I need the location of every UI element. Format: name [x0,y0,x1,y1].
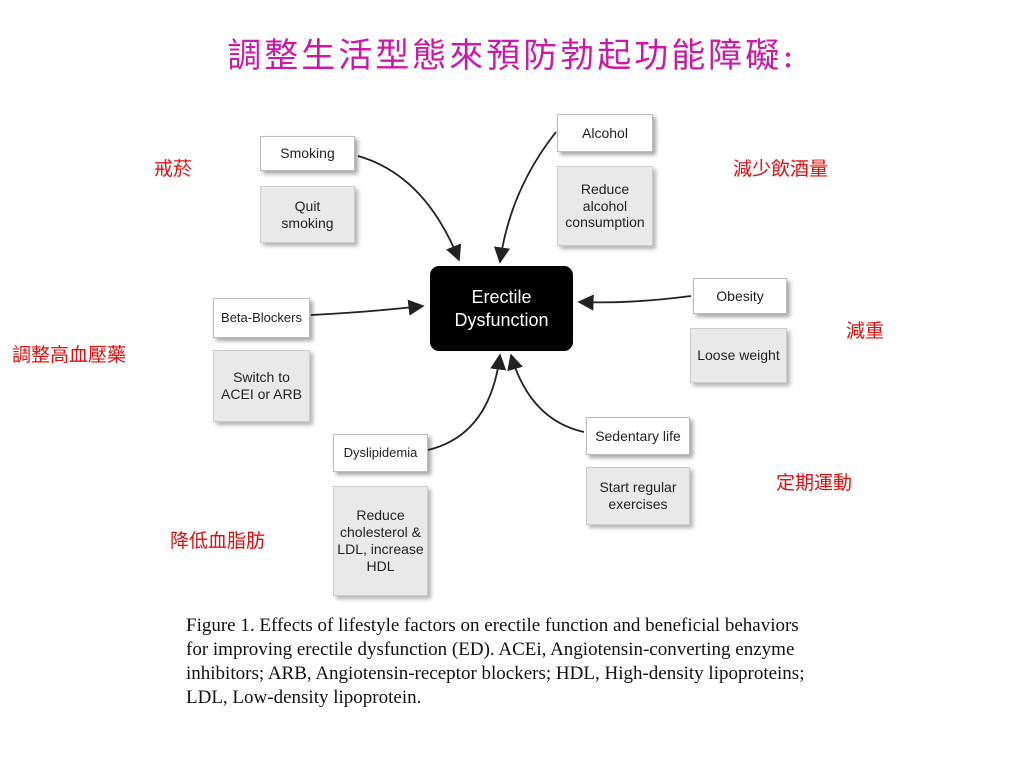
action-dyslipidemia: Reduce cholesterol & LDL, increase HDL [333,486,428,596]
factor-dyslipidemia: Dyslipidemia [333,434,428,472]
arrow-dyslipidemia [427,353,507,451]
factor-label: Alcohol [582,124,628,141]
center-label: Erectile Dysfunction [454,287,549,330]
slide-title: 調整生活型態來預防勃起功能障礙: [227,36,797,76]
action-obesity: Loose weight [690,328,787,383]
action-label: Loose weight [697,347,780,364]
arrow-obesity [577,294,692,311]
action-label: Quit smoking [281,197,334,231]
factor-smoking: Smoking [260,136,355,171]
arrow-alcohol [493,131,557,264]
action-sedentary-life: Start regular exercises [586,467,690,525]
arrow-betablockers [310,299,425,316]
annotation-sedentary-life: 定期運動 [776,472,853,494]
annotation-alcohol: 減少飲酒量 [733,158,829,180]
factor-alcohol: Alcohol [557,114,653,152]
factor-label: Beta-Blockers [221,310,302,326]
annotation-beta-blockers: 調整高血壓藥 [12,344,127,366]
factor-label: Dyslipidemia [343,445,418,461]
action-smoking: Quit smoking [260,186,355,243]
factor-obesity: Obesity [693,278,787,314]
factor-label: Sedentary life [595,427,681,444]
annotation-smoking: 戒菸 [154,158,193,180]
annotation-dyslipidemia: 降低血脂肪 [170,530,266,552]
action-beta-blockers: Switch to ACEI or ARB [213,350,310,422]
annotation-obesity: 減重 [846,320,885,342]
figure-caption: Figure 1. Effects of lifestyle factors o… [186,615,805,708]
action-alcohol: Reduce alcohol consumption [557,166,653,246]
factor-label: Obesity [716,287,764,304]
factor-beta-blockers: Beta-Blockers [213,298,310,338]
action-label: Switch to ACEI or ARB [221,369,302,402]
factor-sedentary-life: Sedentary life [586,417,690,455]
action-label: Start regular exercises [599,479,677,512]
arrow-sedentary [507,353,585,433]
center-erectile-dysfunction: Erectile Dysfunction [430,266,573,351]
factor-label: Smoking [280,145,335,162]
action-label: Reduce alcohol consumption [565,180,645,231]
arrow-smoking [357,155,462,262]
action-label: Reduce cholesterol & LDL, increase HDL [337,507,424,574]
